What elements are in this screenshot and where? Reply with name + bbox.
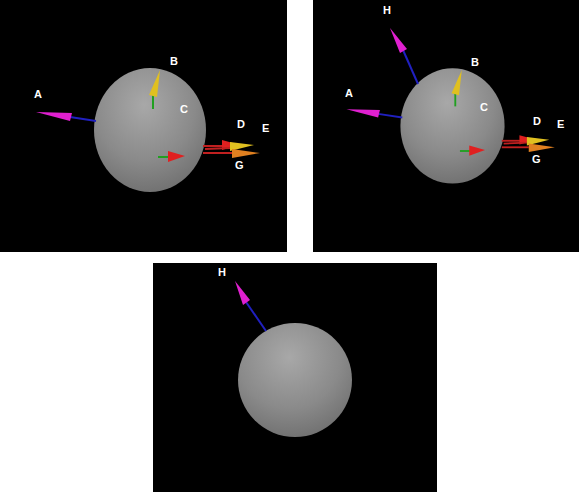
- arrow-label: C: [180, 104, 188, 115]
- arrow-label: H: [218, 267, 226, 278]
- arrow-label: B: [471, 57, 479, 68]
- arrow-label: E: [557, 119, 564, 130]
- arrow-label: D: [237, 119, 245, 130]
- arrow-label: D: [533, 116, 541, 127]
- arrow-label: B: [170, 56, 178, 67]
- arrow-label: H: [383, 5, 391, 16]
- arrow-label: C: [480, 102, 488, 113]
- arrow-label: A: [345, 88, 353, 99]
- arrow-label: G: [532, 154, 541, 165]
- arrow-label: E: [262, 123, 269, 134]
- arrow-label: G: [235, 160, 244, 171]
- arrow-label: A: [34, 89, 42, 100]
